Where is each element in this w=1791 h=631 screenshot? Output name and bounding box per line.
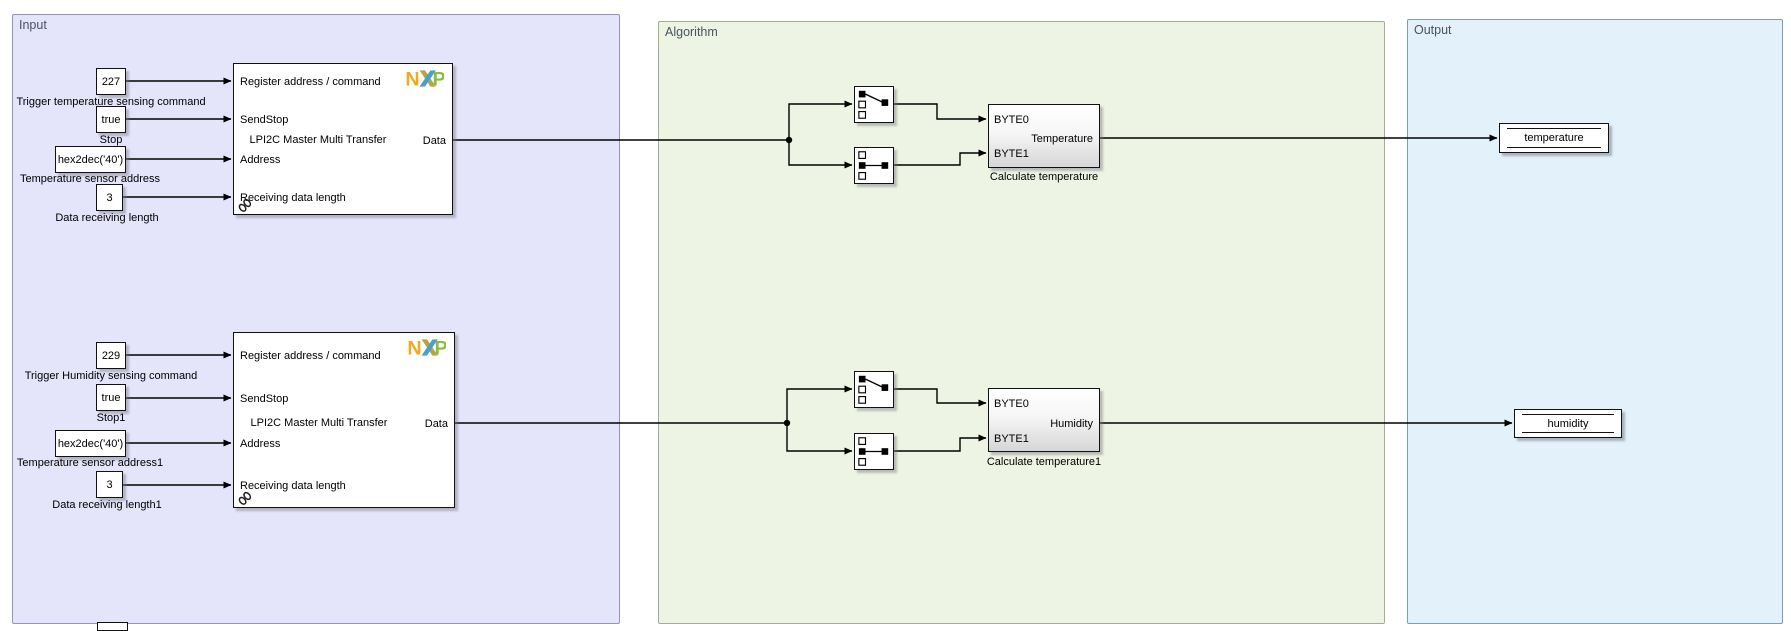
constant-value: 229 — [101, 349, 121, 362]
constant-block-true[interactable]: true — [96, 106, 126, 133]
constant-value: 227 — [101, 75, 121, 88]
outport-label: humidity — [1547, 417, 1589, 430]
inport-label: Receiving data length — [240, 480, 346, 492]
block-name-label[interactable]: Calculate temperature1 — [986, 456, 1102, 468]
block-title: LPI2C Master Multi Transfer — [249, 134, 387, 146]
constant-block-3-1[interactable]: 3 — [96, 471, 123, 498]
block-name-label[interactable]: Temperature sensor address — [19, 173, 161, 185]
block-name-label[interactable]: Data receiving length — [55, 212, 159, 224]
inport-label: BYTE1 — [994, 433, 1029, 445]
outport-top-bar — [1522, 414, 1614, 415]
constant-block-227[interactable]: 227 — [96, 68, 126, 95]
block-name-label[interactable]: Trigger Humidity sensing command — [24, 370, 198, 382]
block-name-label[interactable]: Calculate temperature — [989, 171, 1099, 183]
calculate-temperature-block[interactable]: BYTE0 BYTE1 Temperature — [988, 104, 1100, 168]
inport-label: Address — [240, 154, 281, 166]
nxp-logo-icon: N P — [408, 337, 446, 358]
svg-text:P: P — [434, 337, 446, 358]
outport-label: Temperature — [1031, 133, 1093, 145]
constant-block-229[interactable]: 229 — [96, 342, 126, 369]
inport-label: SendStop — [240, 393, 289, 405]
area-output-label: Output — [1414, 23, 1452, 37]
selector-block-byte1-1[interactable] — [854, 433, 894, 470]
block-title: LPI2C Master Multi Transfer — [250, 417, 388, 429]
inport-label: Register address / command — [240, 76, 381, 88]
lpi2c-master-multi-transfer1-block[interactable]: Register address / command SendStop Addr… — [233, 332, 455, 508]
block-name-label[interactable]: Temperature sensor address1 — [16, 457, 164, 469]
signal-line[interactable] — [894, 434, 987, 452]
selector-block-byte0-1[interactable] — [854, 371, 894, 408]
outport-label: temperature — [1524, 132, 1584, 144]
library-link-icon — [238, 491, 252, 505]
svg-text:P: P — [432, 68, 444, 89]
selector-block-byte1[interactable] — [854, 147, 894, 184]
svg-text:N: N — [408, 337, 422, 358]
selector-block-byte0[interactable] — [854, 86, 894, 123]
area-output[interactable]: Output — [1407, 19, 1783, 624]
constant-value: 3 — [106, 191, 113, 204]
outport-bottom-bar — [1522, 432, 1614, 433]
inport-label: BYTE0 — [994, 398, 1029, 410]
block-name-label[interactable]: Trigger temperature sensing command — [16, 96, 206, 108]
outport-label: Humidity — [1050, 418, 1093, 430]
block-name-label[interactable]: Data receiving length1 — [52, 499, 162, 511]
constant-block-true1[interactable]: true — [96, 384, 126, 411]
inport-label: BYTE0 — [994, 114, 1029, 126]
signal-line[interactable] — [786, 423, 853, 455]
constant-value: true — [101, 391, 121, 404]
inport-label: Register address / command — [240, 350, 381, 362]
block-name-label[interactable]: Stop — [99, 134, 123, 146]
area-algorithm-label: Algorithm — [665, 25, 718, 39]
signal-line[interactable] — [788, 100, 853, 140]
constant-block-3[interactable]: 3 — [96, 184, 123, 211]
signal-line[interactable] — [788, 140, 853, 169]
constant-block-hex2dec[interactable]: hex2dec('40') — [55, 146, 126, 173]
lpi2c-master-multi-transfer-block[interactable]: Register address / command SendStop Addr… — [233, 63, 453, 215]
library-link-icon — [238, 198, 252, 212]
inport-label: Address — [240, 438, 281, 450]
signal-line[interactable] — [894, 149, 987, 166]
constant-value: hex2dec('40') — [57, 153, 124, 166]
outport-bottom-bar — [1507, 147, 1601, 148]
constant-value: true — [101, 113, 121, 126]
outport-temperature[interactable]: temperature — [1499, 123, 1609, 153]
outport-top-bar — [1507, 128, 1601, 129]
calculate-temperature1-block[interactable]: BYTE0 BYTE1 Humidity — [988, 388, 1100, 452]
constant-value: hex2dec('40') — [57, 437, 124, 450]
outport-humidity[interactable]: humidity — [1514, 409, 1622, 438]
area-input-label: Input — [19, 18, 47, 32]
signal-line[interactable] — [894, 103, 987, 123]
block-name-label[interactable]: Stop1 — [96, 412, 126, 424]
outport-label: Data — [422, 135, 446, 147]
nxp-logo-icon: N P — [406, 68, 444, 89]
partial-block[interactable] — [97, 622, 128, 631]
inport-label: BYTE1 — [994, 148, 1029, 160]
constant-block-hex2dec1[interactable]: hex2dec('40') — [55, 430, 126, 457]
inport-label: Receiving data length — [240, 192, 346, 204]
svg-text:N: N — [406, 68, 420, 89]
outport-label: Data — [424, 418, 448, 430]
signal-line[interactable] — [786, 385, 853, 423]
signal-line[interactable] — [894, 388, 987, 407]
constant-value: 3 — [106, 478, 113, 491]
inport-label: SendStop — [240, 114, 289, 126]
